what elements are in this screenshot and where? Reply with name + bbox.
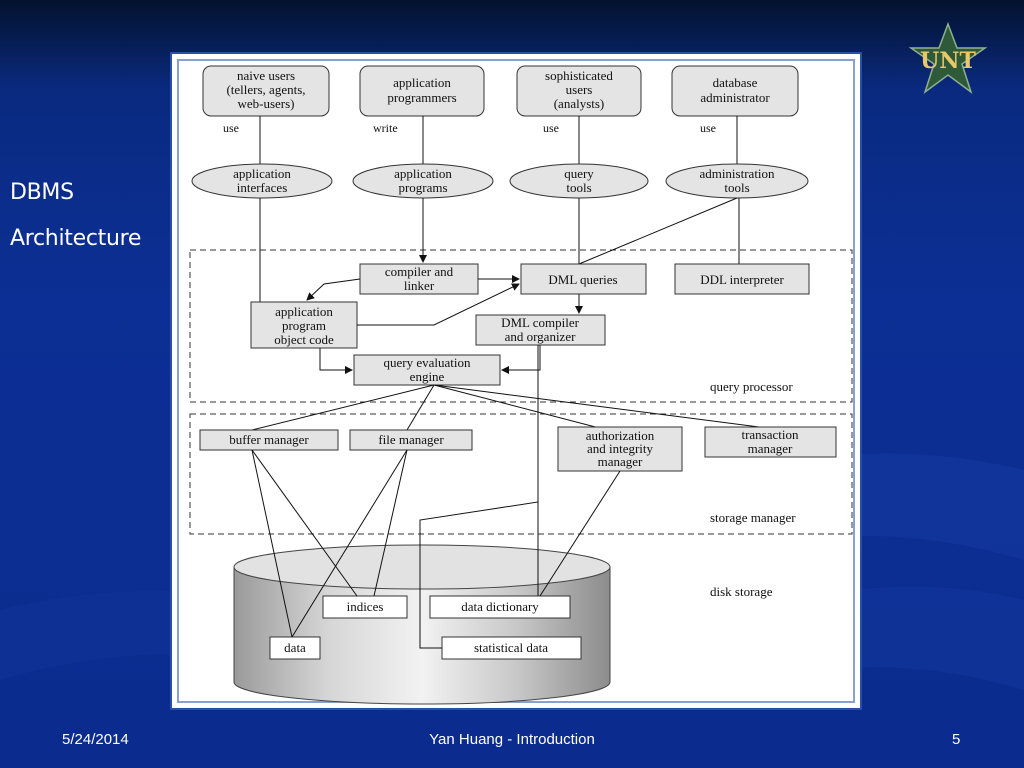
object-code-line-3: object code — [274, 332, 334, 347]
qe-to-storage-lines — [251, 384, 783, 431]
authorization-integrity-manager-box: authorization and integrity manager — [557, 426, 683, 472]
footer-date: 5/24/2014 — [62, 731, 129, 748]
logo-lettering: UNT — [920, 48, 976, 74]
statistical-data-text: statistical data — [474, 640, 548, 655]
app-interfaces-line-1: application — [233, 166, 291, 181]
dml-queries-text: DML queries — [548, 272, 617, 287]
buffer-manager-text: buffer manager — [229, 432, 309, 447]
naive-users-line-1: naive users — [237, 68, 295, 83]
compiler-linker-line-2: linker — [404, 278, 435, 293]
qeval-line-2: engine — [410, 369, 445, 384]
footer-page-number: 5 — [952, 731, 961, 748]
disk-storage-cylinder — [233, 544, 611, 705]
dba-line-2: administrator — [700, 90, 770, 105]
naive-users-line-3: web-users) — [237, 96, 294, 111]
dbms-architecture-diagram: naive users (tellers, agents, web-users)… — [189, 65, 853, 705]
dba-line-1: database — [713, 75, 758, 90]
dml-compiler-box: DML compiler and organizer — [475, 314, 606, 346]
storage-manager-label: storage manager — [710, 510, 796, 525]
user-tool-connectors — [259, 116, 738, 165]
soph-users-line-2: users — [566, 82, 593, 97]
txn-line-1: transaction — [741, 427, 799, 442]
dml-compiler-line-2: and organizer — [505, 329, 577, 344]
admin-tools-line-1: administration — [699, 166, 775, 181]
application-programs-ellipse: application programs — [352, 163, 494, 199]
soph-users-line-3: (analysts) — [554, 96, 605, 111]
query-tools-line-2: tools — [566, 180, 591, 195]
indices-text: indices — [347, 599, 384, 614]
app-programmers-line-1: application — [393, 75, 451, 90]
transaction-manager-box: transaction manager — [704, 426, 837, 458]
app-programs-line-2: programs — [398, 180, 447, 195]
diagram-inner-border — [177, 59, 855, 703]
file-manager-box: file manager — [349, 429, 473, 451]
auth-line-2: and integrity — [587, 441, 654, 456]
object-code-line-1: application — [275, 304, 333, 319]
unt-logo: UNT — [908, 22, 988, 94]
naive-users-box: naive users (tellers, agents, web-users) — [202, 65, 330, 117]
app-programs-line-1: application — [394, 166, 452, 181]
txn-line-2: manager — [748, 441, 793, 456]
data-text: data — [284, 640, 306, 655]
dml-compiler-line-1: DML compiler — [501, 315, 580, 330]
edge-label-write: write — [373, 121, 398, 135]
admin-tools-line-2: tools — [724, 180, 749, 195]
app-object-code-box: application program object code — [250, 301, 358, 349]
storage-to-disk-lines — [251, 345, 621, 649]
data-dictionary-box: data dictionary — [429, 595, 571, 619]
app-interfaces-line-2: interfaces — [237, 180, 288, 195]
ddl-interpreter-text: DDL interpreter — [700, 272, 784, 287]
footer-title: Yan Huang - Introduction — [429, 731, 595, 748]
ddl-interpreter-box: DDL interpreter — [674, 263, 810, 295]
edge-label-use-3: use — [700, 121, 716, 135]
query-processor-region — [189, 249, 853, 403]
sophisticated-users-box: sophisticated users (analysts) — [516, 65, 642, 117]
app-programmers-line-2: programmers — [387, 90, 456, 105]
dml-queries-box: DML queries — [520, 263, 647, 295]
data-dictionary-text: data dictionary — [461, 599, 539, 614]
file-manager-text: file manager — [378, 432, 444, 447]
data-box: data — [269, 636, 321, 660]
tool-qp-connectors — [259, 197, 740, 302]
slide-title-line-2: Architecture — [10, 226, 142, 251]
query-evaluation-engine-box: query evaluation engine — [353, 354, 501, 386]
buffer-manager-box: buffer manager — [199, 429, 339, 451]
administration-tools-ellipse: administration tools — [665, 163, 809, 199]
auth-line-1: authorization — [586, 428, 655, 443]
query-processor-label: query processor — [710, 379, 793, 394]
slide-title-line-1: DBMS — [10, 180, 74, 205]
query-tools-line-1: query — [564, 166, 594, 181]
qp-internal-arrows — [306, 275, 583, 374]
database-administrator-box: database administrator — [671, 65, 799, 117]
qeval-line-1: query evaluation — [384, 355, 471, 370]
edge-label-use-2: use — [543, 121, 559, 135]
storage-manager-region — [189, 413, 853, 535]
disk-storage-label: disk storage — [710, 584, 773, 599]
application-programmers-box: application programmers — [359, 65, 485, 117]
naive-users-line-2: (tellers, agents, — [226, 82, 305, 97]
application-interfaces-ellipse: application interfaces — [191, 163, 333, 199]
statistical-data-box: statistical data — [441, 636, 582, 660]
compiler-linker-box: compiler and linker — [359, 263, 479, 295]
diagram-frame: naive users (tellers, agents, web-users)… — [170, 52, 862, 710]
soph-users-line-1: sophisticated — [545, 68, 613, 83]
object-code-line-2: program — [282, 318, 326, 333]
auth-line-3: manager — [598, 454, 643, 469]
indices-box: indices — [322, 595, 408, 619]
edge-label-use-1: use — [223, 121, 239, 135]
compiler-linker-line-1: compiler and — [385, 264, 454, 279]
query-tools-ellipse: query tools — [509, 163, 649, 199]
